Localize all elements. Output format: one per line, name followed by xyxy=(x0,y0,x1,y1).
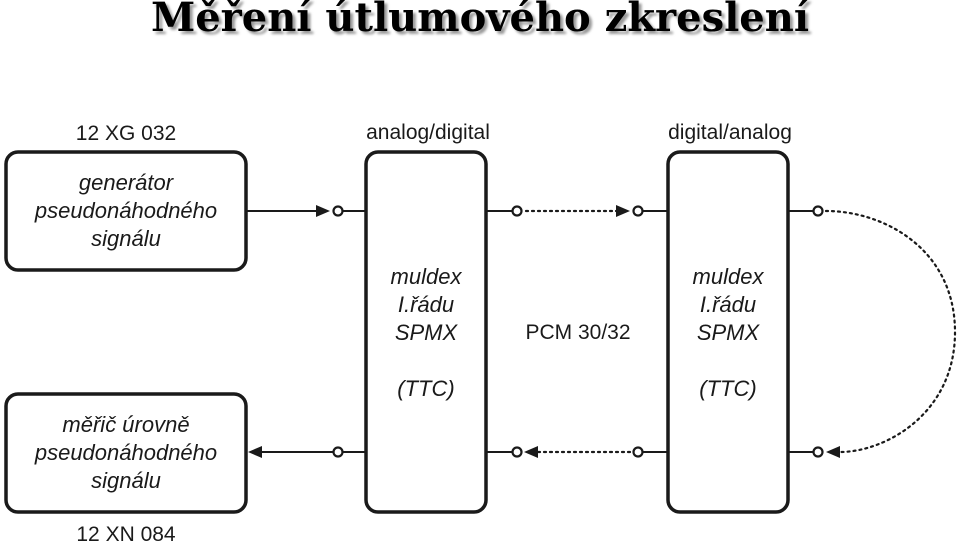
muldex-right-line-2: I.řádu xyxy=(700,292,756,317)
muldex-right-caption: digital/analog xyxy=(668,121,792,144)
page-title-shadow: Měření útlumového zkreslení xyxy=(154,0,812,44)
generator-line-1: generátor xyxy=(79,170,175,195)
generator-box: generátor pseudonáhodného signálu xyxy=(4,150,248,272)
pcm-return-link xyxy=(486,446,668,458)
muldex-right-line-3: SPMX xyxy=(697,320,761,345)
muldex-left-line-1: muldex xyxy=(391,264,463,289)
generator-line-3: signálu xyxy=(91,226,161,251)
pcm-link-label: PCM 30/32 xyxy=(525,321,630,344)
generator-line-2: pseudonáhodného xyxy=(34,198,217,223)
meter-box: měřič úrovně pseudonáhodného signálu xyxy=(4,392,248,514)
muldex-left-caption: analog/digital xyxy=(366,121,490,144)
muldex-right-line-1: muldex xyxy=(693,264,765,289)
muldex-left-line-3: SPMX xyxy=(395,320,459,345)
pcm-forward-link xyxy=(486,205,668,217)
muldex-left-line-4: (TTC) xyxy=(397,376,454,401)
muldex-left-box: muldex I.řádu SPMX (TTC) xyxy=(364,150,488,514)
muldex-left-line-2: I.řádu xyxy=(398,292,454,317)
muldex-right-box: muldex I.řádu SPMX (TTC) xyxy=(666,150,790,514)
muldex-to-meter-link xyxy=(248,446,366,458)
generator-to-muldex-link xyxy=(246,205,366,217)
page-title: Měření útlumového zkreslení xyxy=(151,0,809,41)
meter-code: 12 XN 084 xyxy=(76,523,176,546)
muldex-right-line-4: (TTC) xyxy=(699,376,756,401)
meter-line-3: signálu xyxy=(91,468,161,493)
meter-line-1: měřič úrovně xyxy=(62,412,189,437)
generator-code: 12 XG 032 xyxy=(76,122,176,145)
meter-line-2: pseudonáhodného xyxy=(34,440,217,465)
loopback-link xyxy=(788,205,957,458)
